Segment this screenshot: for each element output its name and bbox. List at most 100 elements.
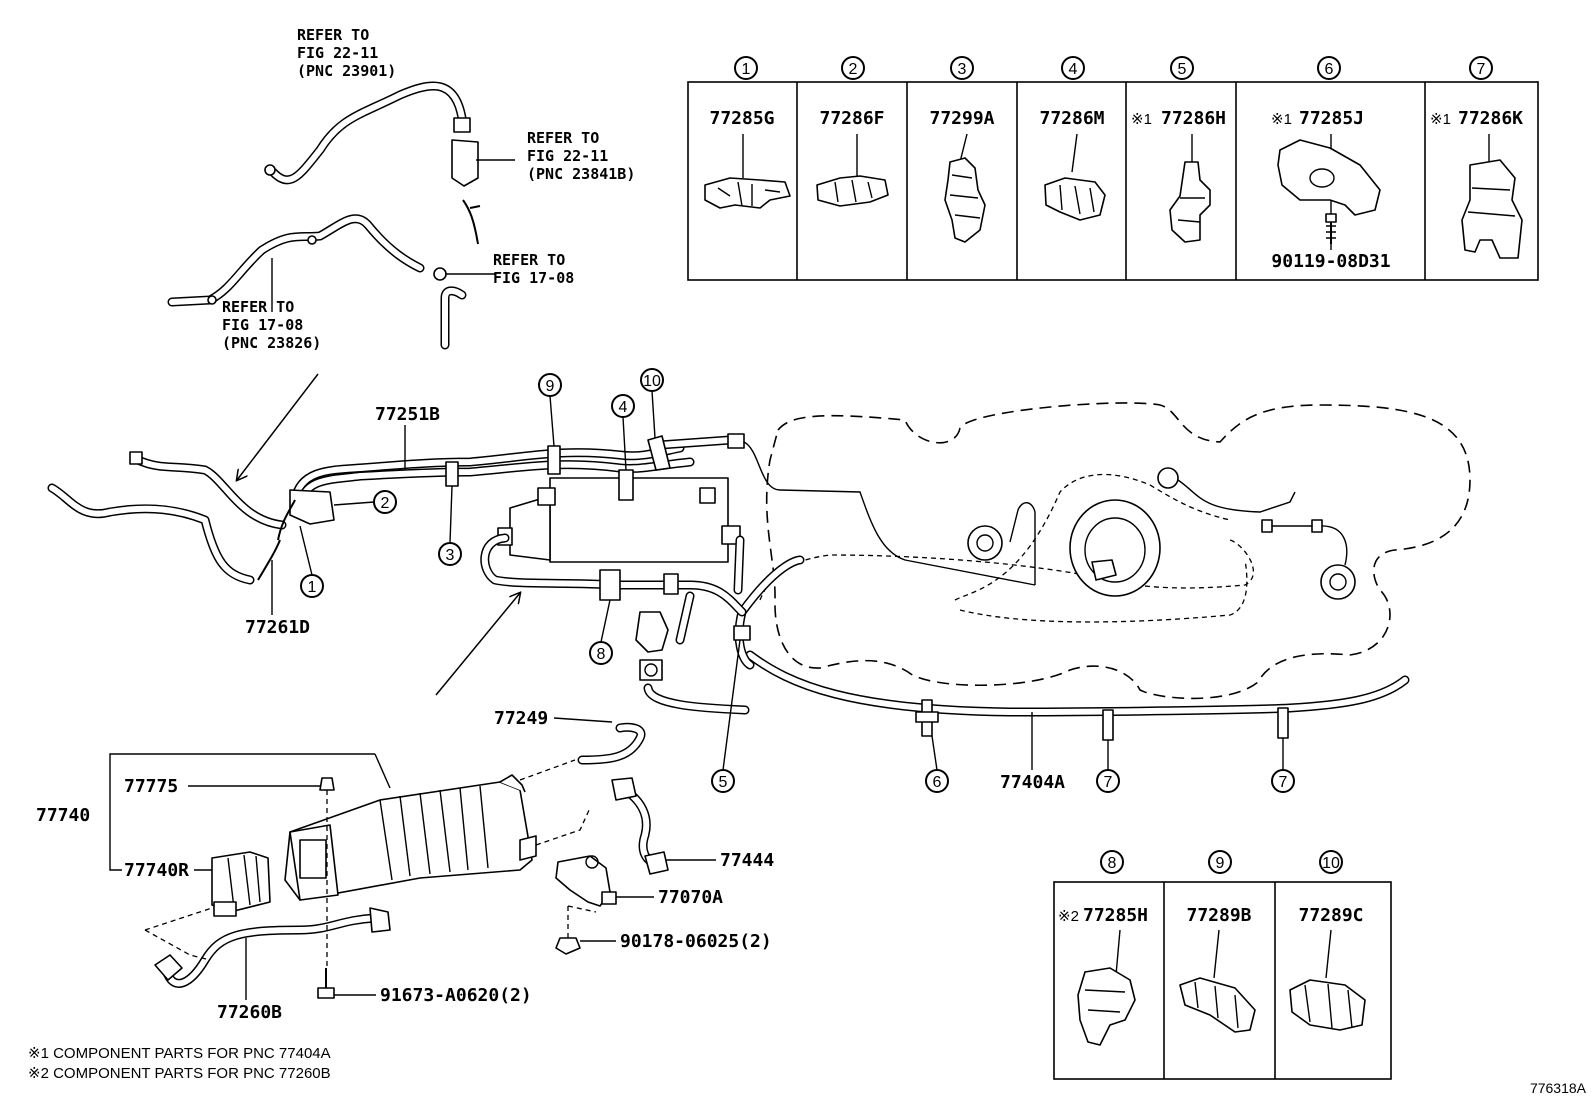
figure-code: 776318A [1530, 1080, 1587, 1096]
svg-text:6: 6 [1325, 61, 1334, 78]
table-part-77286K: 77286K [1458, 108, 1523, 129]
table-callout-6: 6 [1317, 56, 1341, 80]
clip-77286F-drawing [816, 175, 889, 207]
svg-text:77404A: 77404A [1000, 772, 1065, 793]
label-77070A: 77070A [616, 887, 723, 908]
table-mark-8: ※2 [1058, 908, 1079, 925]
table-part-77285G: 77285G [709, 108, 774, 129]
label-77740R: 77740R [124, 860, 212, 881]
clip-77286K-drawing [1461, 159, 1523, 259]
label-77251B: 77251B [375, 404, 440, 425]
svg-text:77740: 77740 [36, 805, 90, 826]
label-77444: 77444 [666, 850, 774, 871]
footnote-1: ※1 COMPONENT PARTS FOR PNC 77404A [28, 1045, 331, 1062]
svg-text:91673-A0620(2): 91673-A0620(2) [380, 985, 532, 1006]
svg-text:7: 7 [1279, 774, 1288, 791]
svg-text:77775: 77775 [124, 776, 178, 797]
label-77260B: 77260B [217, 938, 282, 1023]
callout-3: 3 [438, 485, 462, 566]
canister-dashed-lines [144, 759, 597, 968]
svg-text:9: 9 [546, 378, 555, 395]
callout-7b: 7 [1271, 738, 1295, 793]
svg-text:90178-06025(2): 90178-06025(2) [620, 931, 772, 952]
table-mark-6: ※1 [1271, 111, 1292, 128]
table-callout-4: 4 [1061, 56, 1085, 80]
svg-text:2: 2 [381, 495, 390, 512]
table-part-77285J: 77285J [1299, 108, 1364, 129]
svg-text:1: 1 [742, 61, 751, 78]
label-77249: 77249 [494, 708, 548, 729]
main-tube-routing [47, 433, 1410, 741]
clip-77286M-drawing [1044, 177, 1106, 221]
table-callout-7: 7 [1469, 56, 1493, 80]
label-77404A: 77404A [1000, 712, 1065, 793]
vapor-box [445, 435, 747, 617]
callout-1: 1 [299, 525, 324, 598]
clip-77289C-drawing [1289, 979, 1366, 1031]
svg-text:5: 5 [1178, 61, 1187, 78]
table-callout-2: 2 [841, 56, 865, 80]
svg-text:9: 9 [1216, 855, 1225, 872]
svg-text:3: 3 [958, 61, 967, 78]
callout-6: 6 [925, 735, 949, 793]
svg-text:10: 10 [1322, 855, 1340, 872]
callout-7a: 7 [1096, 740, 1120, 793]
ref-23901: REFER TO FIG 22-11 (PNC 23901) [297, 26, 396, 80]
clip-77286H-drawing [1169, 161, 1211, 243]
svg-text:10: 10 [643, 373, 661, 390]
svg-text:7: 7 [1104, 774, 1113, 791]
table-mark-7: ※1 [1430, 111, 1451, 128]
svg-text:(PNC 23901): (PNC 23901) [297, 62, 396, 80]
clip-77285G-drawing [704, 177, 791, 209]
svg-text:REFER TO: REFER TO [527, 129, 599, 147]
label-90178: 90178-06025(2) [580, 931, 772, 952]
fuel-pump-assembly [967, 467, 1356, 600]
svg-text:FIG 17-08: FIG 17-08 [222, 316, 303, 334]
svg-text:FIG 17-08: FIG 17-08 [493, 269, 574, 287]
label-77261D: 77261D [245, 617, 310, 638]
svg-text:8: 8 [1108, 855, 1117, 872]
callout-8: 8 [589, 599, 613, 665]
table-part-77299A: 77299A [929, 108, 994, 129]
view-arrows [237, 373, 520, 696]
ref-23826: REFER TO FIG 17-08 (PNC 23826) [222, 298, 321, 352]
callout-5: 5 [711, 639, 741, 793]
purge-valve [635, 591, 750, 715]
svg-text:4: 4 [1069, 61, 1078, 78]
svg-text:3: 3 [446, 547, 455, 564]
table-part-90119: 90119-08D31 [1271, 251, 1390, 272]
table-part-77286M: 77286M [1039, 108, 1104, 129]
svg-text:5: 5 [719, 774, 728, 791]
table-callout-3: 3 [950, 56, 974, 80]
table-part-77286F: 77286F [819, 108, 884, 129]
clip-77285H-drawing [1077, 967, 1136, 1046]
footnote-2: ※2 COMPONENT PARTS FOR PNC 77260B [28, 1065, 331, 1082]
label-91673: 91673-A0620(2) [334, 985, 532, 1006]
charcoal-canister [154, 722, 669, 999]
clip-77285J-drawing [1277, 139, 1381, 244]
svg-text:8: 8 [597, 646, 606, 663]
callout-2: 2 [333, 490, 397, 514]
svg-text:77444: 77444 [720, 850, 774, 871]
clip-77299A-drawing [944, 157, 986, 243]
table-part-77289C: 77289C [1298, 905, 1363, 926]
fuel-tank-outline [759, 402, 1471, 700]
table-callout-9: 9 [1208, 850, 1232, 874]
clip-77289B-drawing [1179, 977, 1256, 1033]
label-77775: 77775 [124, 776, 320, 797]
table-part-77289B: 77289B [1186, 905, 1251, 926]
table-callout-5: 5 [1170, 56, 1194, 80]
svg-text:77070A: 77070A [658, 887, 723, 908]
ref-23841B: REFER TO FIG 22-11 (PNC 23841B) [527, 129, 635, 183]
svg-text:1: 1 [308, 579, 317, 596]
table-callout-8: 8 [1100, 850, 1124, 874]
svg-text:(PNC 23841B): (PNC 23841B) [527, 165, 635, 183]
svg-text:2: 2 [849, 61, 858, 78]
svg-text:REFER TO: REFER TO [493, 251, 565, 269]
table-callout-10: 10 [1319, 850, 1343, 874]
table-part-77285H: 77285H [1083, 905, 1148, 926]
svg-text:77740R: 77740R [124, 860, 189, 881]
svg-text:REFER TO: REFER TO [297, 26, 369, 44]
svg-text:4: 4 [619, 399, 628, 416]
svg-text:(PNC 23826): (PNC 23826) [222, 334, 321, 352]
